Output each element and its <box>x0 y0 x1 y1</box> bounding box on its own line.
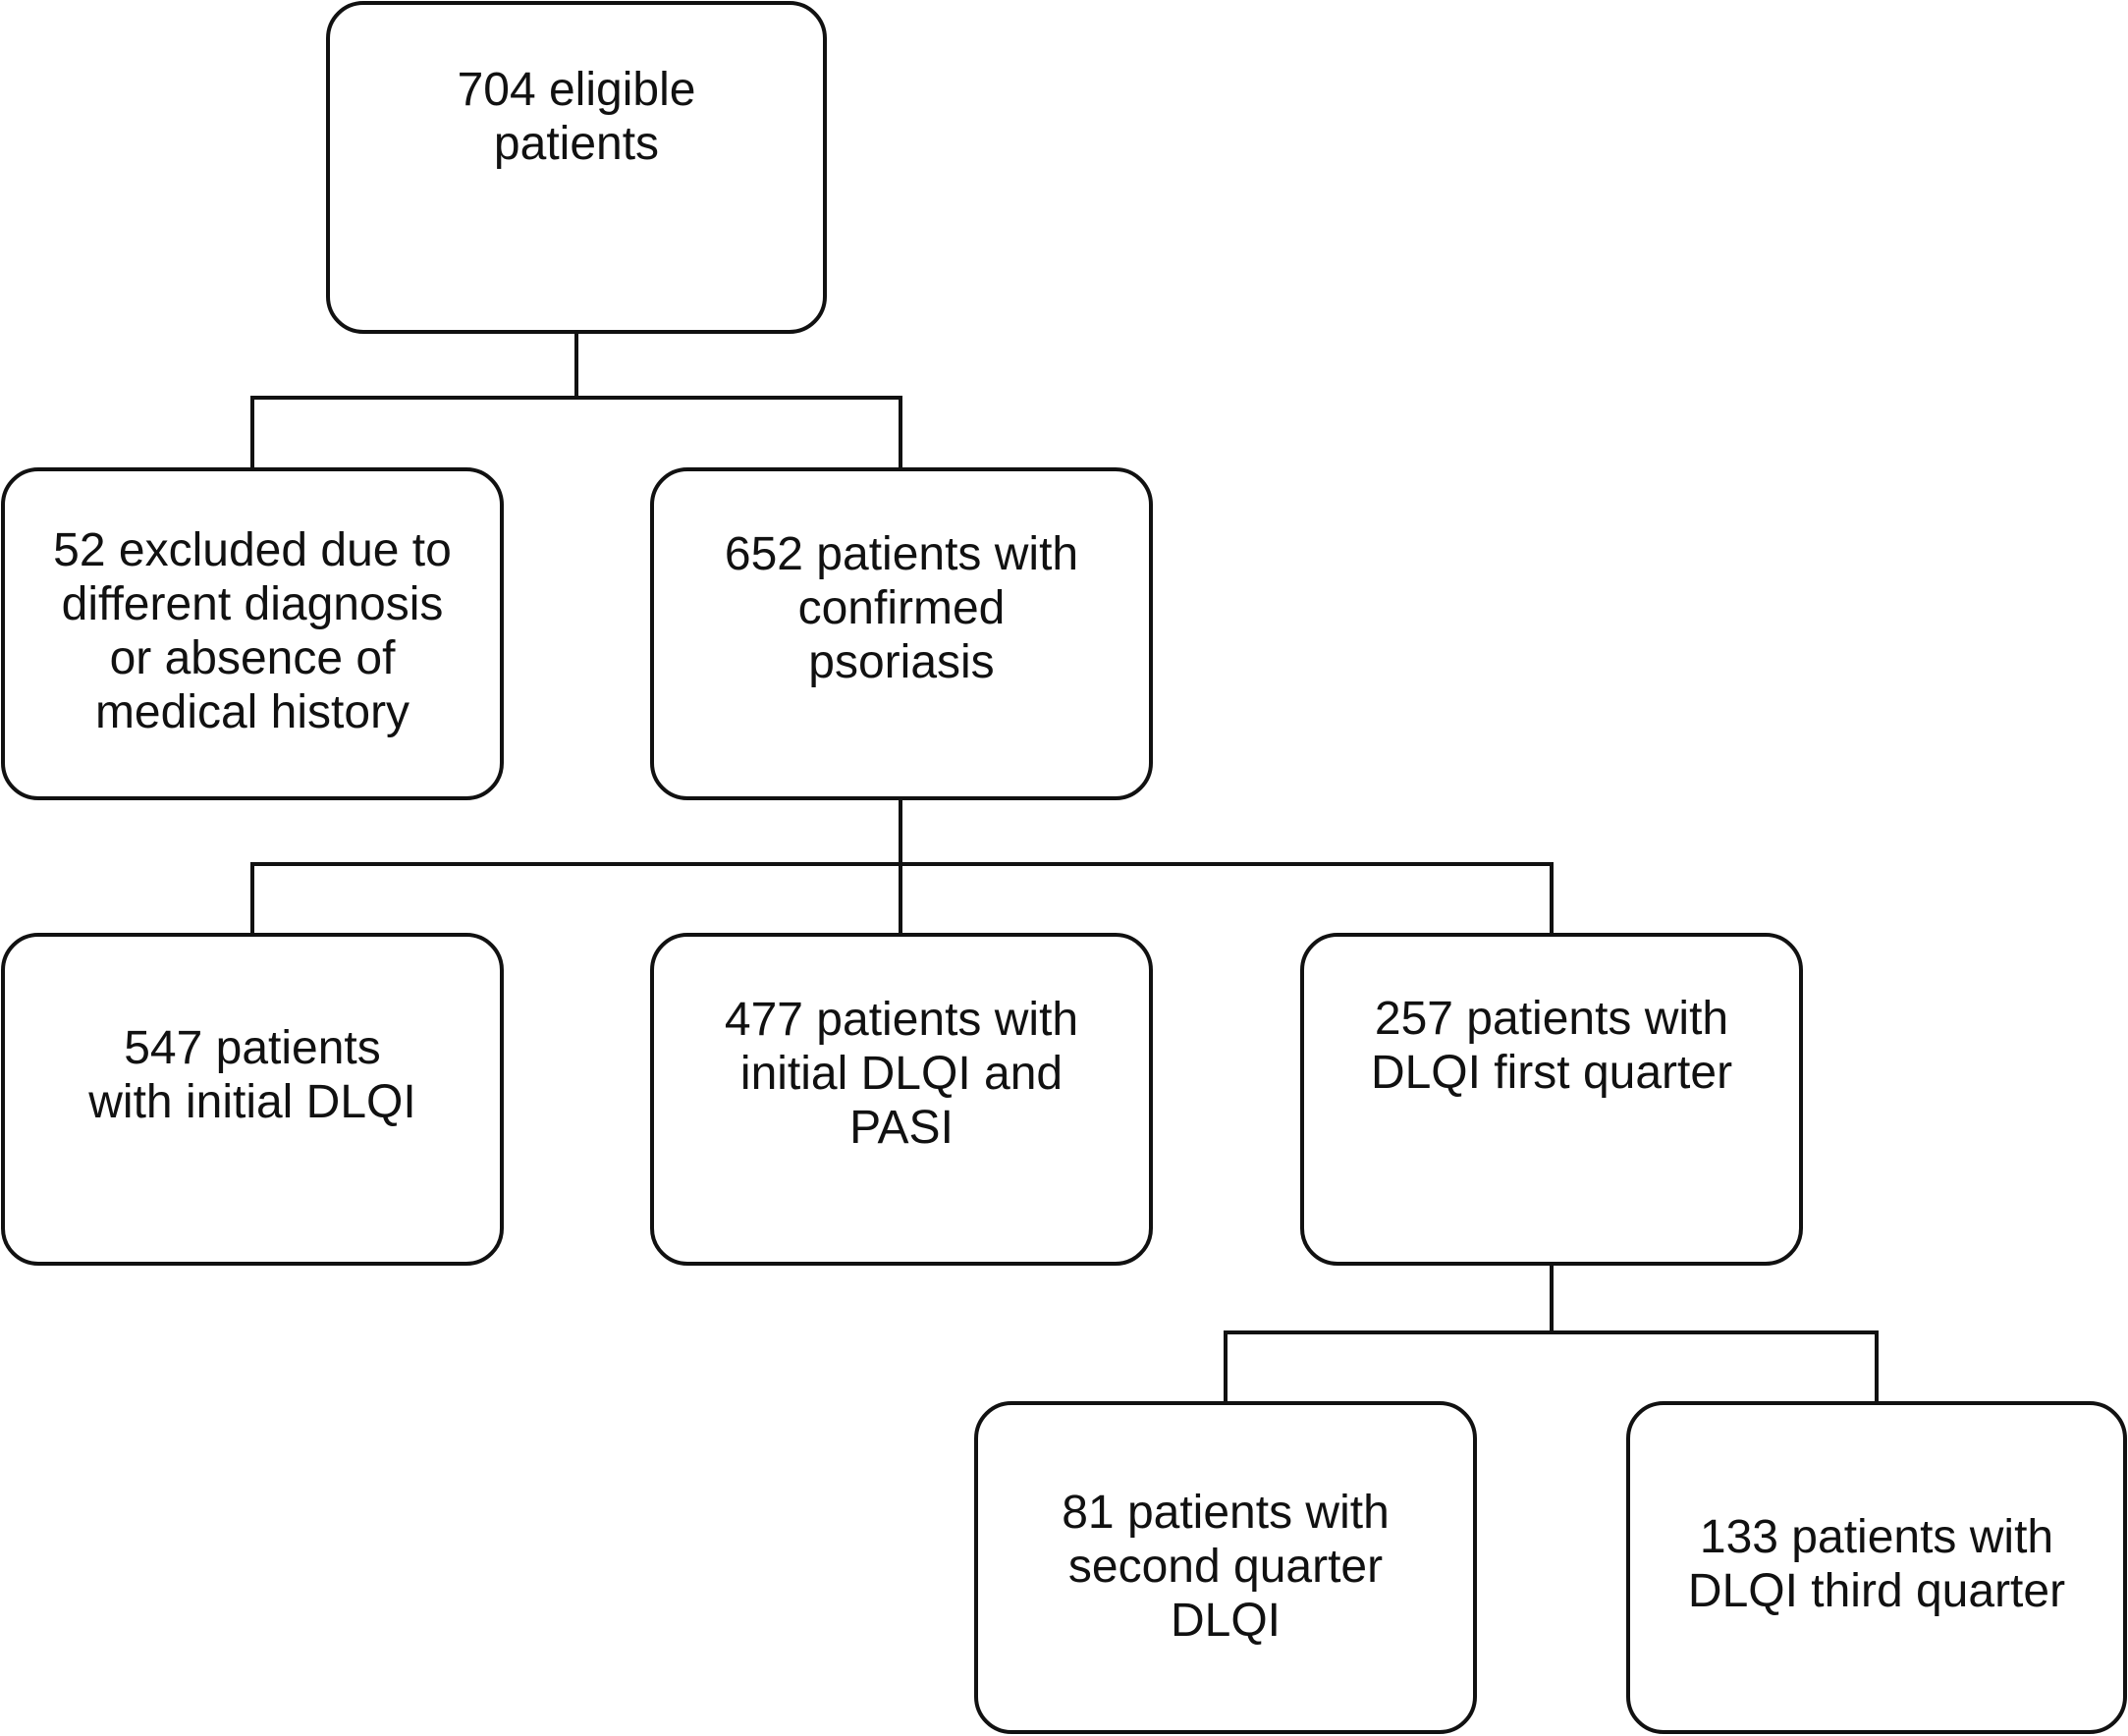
dlqi-third-quarter-box: 133 patients with DLQI third quarter <box>1626 1401 2127 1734</box>
confirmed-psoriasis-box: 652 patients with confirmed psoriasis <box>650 467 1153 800</box>
excluded-patients-box: 52 excluded due to different diagnosis o… <box>1 467 504 800</box>
dlqi-third-quarter-text: 133 patients with DLQI third quarter <box>1687 1510 2066 1617</box>
confirmed-psoriasis-text: 652 patients with confirmed psoriasis <box>724 528 1079 688</box>
second-quarter-dlqi-box: 81 patients with second quarter DLQI <box>974 1401 1477 1734</box>
confirmed-to-followup-connector <box>250 798 1554 935</box>
excluded-patients-text: 52 excluded due to different diagnosis o… <box>53 523 452 738</box>
initial-dlqi-box: 547 patients with initial DLQI <box>1 933 504 1266</box>
initial-dlqi-text: 547 patients with initial DLQI <box>88 1021 416 1128</box>
second-quarter-dlqi-text: 81 patients with second quarter DLQI <box>1062 1487 1390 1647</box>
dlqi-first-quarter-box: 257 patients with DLQI first quarter <box>1300 933 1803 1266</box>
root-to-excluded-confirmed-connector <box>250 332 902 469</box>
dlqi-first-quarter-text: 257 patients with DLQI first quarter <box>1370 992 1733 1099</box>
first-quarter-to-later-quarters-connector <box>1224 1264 1879 1403</box>
eligible-patients-text: 704 eligible patients <box>457 63 696 170</box>
initial-dlqi-pasi-text: 477 patients with initial DLQI and PASI <box>724 994 1079 1154</box>
eligible-patients-box: 704 eligible patients <box>326 1 827 334</box>
initial-dlqi-pasi-box: 477 patients with initial DLQI and PASI <box>650 933 1153 1266</box>
